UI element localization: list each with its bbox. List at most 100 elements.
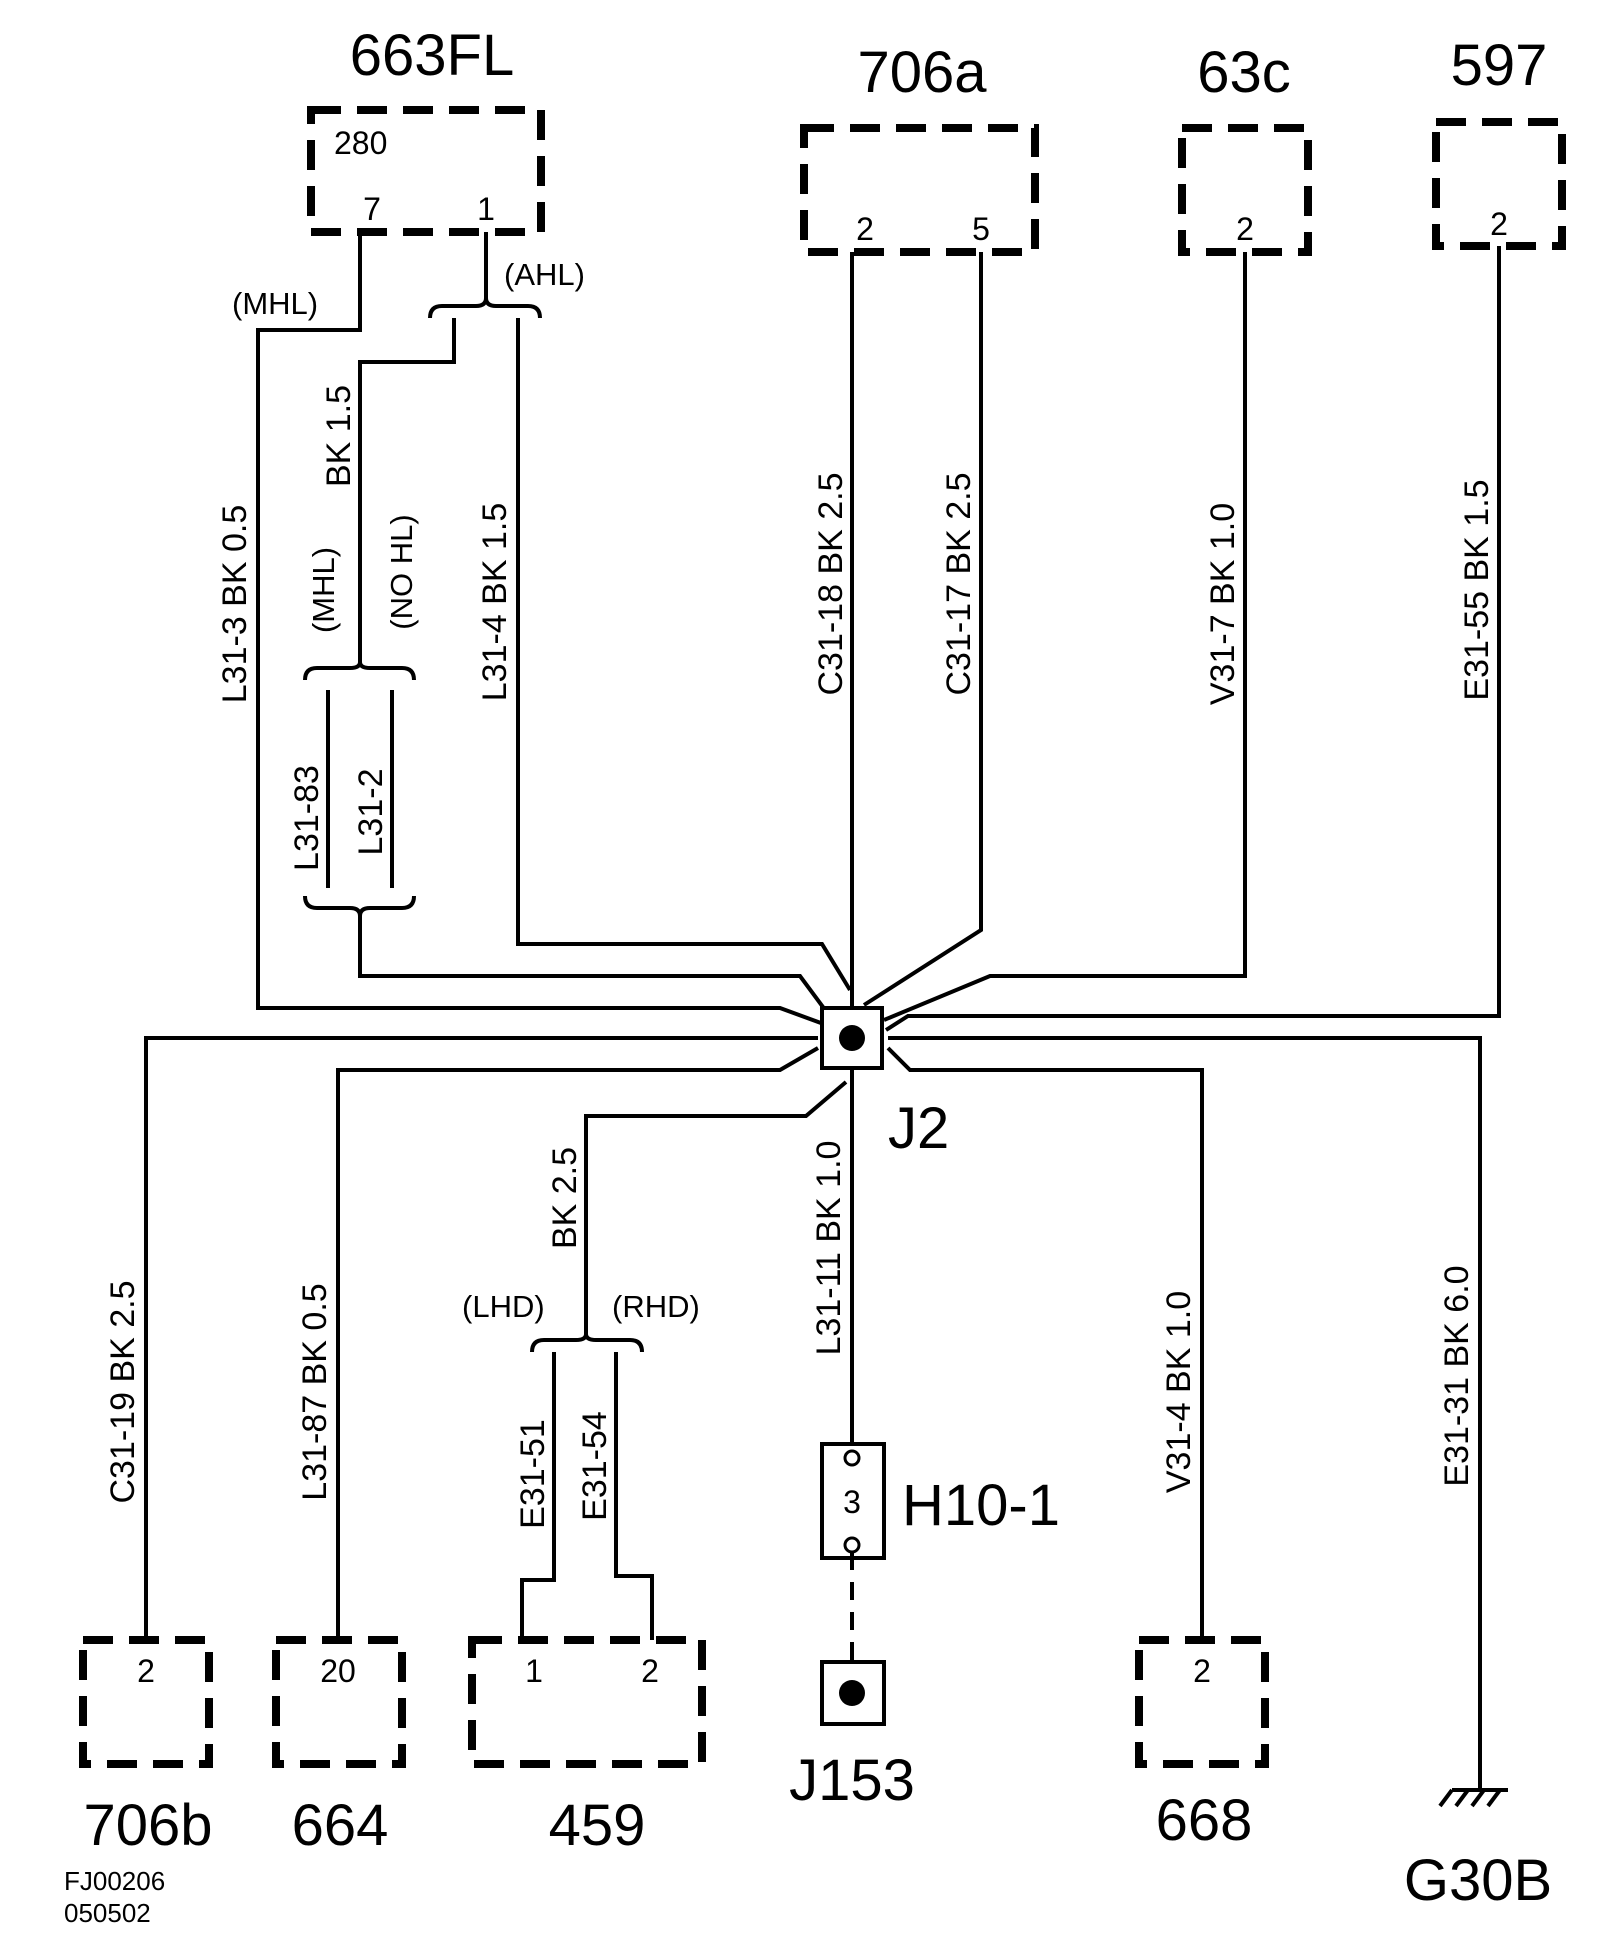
wire-c31-17	[862, 252, 983, 1007]
connector-h10-1-pin-bottom	[843, 1536, 861, 1554]
condition-lhd: (LHD)	[462, 1289, 545, 1324]
wire-l31-83-2-join	[358, 916, 842, 1032]
connector-h10-1-label: H10-1	[902, 1473, 1060, 1538]
wire-label-e31-54: E31-54	[576, 1411, 614, 1521]
component-668-box	[1135, 1636, 1269, 1768]
wire-label-v31-7: V31-7 BK 1.0	[1204, 503, 1242, 705]
component-597-box	[1432, 118, 1566, 250]
component-597: 597 2	[1432, 33, 1566, 250]
splice-j153-dot	[839, 1680, 865, 1706]
connector-h10-1-pin-top	[843, 1449, 861, 1467]
wire-label-l31-87: L31-87 BK 0.5	[296, 1283, 334, 1500]
wire-label-l31-4: L31-4 BK 1.5	[476, 503, 514, 701]
wire-l31-87	[336, 1046, 820, 1640]
splice-j153-box	[820, 1660, 886, 1726]
splice-j153-label: J153	[789, 1748, 915, 1813]
component-597-title: 597	[1451, 33, 1548, 98]
component-706b-pin-2: 2	[137, 1653, 155, 1689]
component-664-box	[272, 1636, 406, 1768]
wire-label-l31-3: L31-3 BK 0.5	[216, 505, 254, 703]
component-459-pin-1: 1	[525, 1653, 543, 1689]
splice-j2: J2	[820, 1006, 949, 1161]
ground-hatch-3	[1470, 1788, 1486, 1808]
wire-e31-51	[520, 1352, 556, 1640]
component-668-title: 668	[1156, 1788, 1253, 1853]
wire-label-l31-11: L31-11 BK 1.0	[810, 1141, 848, 1356]
component-63c: 63c 2	[1178, 40, 1312, 256]
splice-j2-dot	[839, 1025, 865, 1051]
upper-wires	[256, 232, 1501, 1032]
brace-lhd-rhd	[530, 1333, 644, 1353]
wire-label-e31-55: E31-55 BK 1.5	[1458, 479, 1496, 700]
wire-l31-3	[256, 232, 841, 1032]
component-459-box	[468, 1636, 706, 1768]
component-664-title: 664	[292, 1793, 389, 1858]
component-459-pin-2: 2	[641, 1653, 659, 1689]
component-664-pin-20: 20	[320, 1653, 356, 1689]
wire-labels: L31-3 BK 0.5 BK 1.5 L31-83 L31-2 L31-4 B…	[104, 385, 1496, 1529]
brace-ahl	[428, 297, 542, 319]
condition-mhl-top: (MHL)	[232, 286, 318, 321]
wire-e31-54	[614, 1352, 654, 1640]
component-63c-box	[1178, 124, 1312, 256]
component-706a-pin-5: 5	[972, 211, 990, 247]
component-663fl-title: 663FL	[350, 23, 514, 88]
wire-label-v31-4: V31-4 BK 1.0	[1160, 1291, 1198, 1493]
wire-e31-55	[884, 246, 1501, 1032]
condition-mhl-vertical: (MHL)	[306, 547, 341, 633]
condition-ahl: (AHL)	[504, 257, 585, 292]
wire-c31-19	[144, 1036, 818, 1640]
component-664: 20 664	[272, 1636, 406, 1858]
component-663fl-pin-7: 7	[363, 191, 381, 227]
brace-mhl-nohl-top	[303, 661, 416, 681]
component-63c-pin-2: 2	[1236, 211, 1254, 247]
wire-label-bk-1-5: BK 1.5	[320, 385, 358, 487]
wire-label-c31-19: C31-19 BK 2.5	[104, 1280, 142, 1503]
component-706a-box	[800, 124, 1039, 256]
component-706a-title: 706a	[857, 40, 987, 105]
ground-hatch-4	[1486, 1788, 1502, 1808]
component-706a-pin-2: 2	[856, 211, 874, 247]
wire-label-c31-18: C31-18 BK 2.5	[812, 472, 850, 695]
wire-bk-1-5	[358, 318, 456, 662]
splice-j2-label: J2	[888, 1096, 949, 1161]
component-706b-title: 706b	[83, 1793, 212, 1858]
wire-l31-4	[516, 318, 852, 992]
component-663fl-pin-1: 1	[477, 191, 495, 227]
wire-label-l31-2: L31-2	[352, 769, 390, 856]
component-706b: 2 706b	[79, 1636, 213, 1858]
ground-g30b-label: G30B	[1404, 1848, 1552, 1913]
wire-label-e31-51: E31-51	[514, 1419, 552, 1529]
wire-label-l31-83: L31-83	[288, 765, 326, 871]
component-663fl: 663FL 280 7 1	[307, 23, 545, 236]
splice-j153: J153	[789, 1660, 915, 1813]
condition-no-hl: (NO HL)	[384, 514, 419, 629]
component-63c-title: 63c	[1197, 40, 1291, 105]
component-459: 1 2 459	[468, 1636, 706, 1858]
condition-rhd: (RHD)	[612, 1289, 700, 1324]
brace-mhl-nohl-bottom	[303, 895, 416, 917]
lower-wires	[144, 1036, 1482, 1790]
component-459-title: 459	[549, 1793, 646, 1858]
connector-h10-1-pin-number: 3	[843, 1484, 861, 1520]
wire-e31-31	[888, 1036, 1482, 1790]
component-706b-box	[79, 1636, 213, 1768]
component-668: 2 668	[1135, 1636, 1269, 1853]
component-597-pin-2: 2	[1490, 206, 1508, 242]
ground-hatch-2	[1454, 1788, 1470, 1808]
wire-bk-2-5	[584, 1080, 848, 1334]
wire-label-bk-2-5: BK 2.5	[546, 1147, 584, 1249]
wire-v31-7	[883, 252, 1247, 1022]
figure-code: FJ00206	[64, 1866, 165, 1896]
component-663fl-inner-label: 280	[334, 125, 387, 161]
component-663fl-box	[307, 106, 545, 236]
condition-labels: (MHL) (AHL) (MHL) (NO HL) (LHD) (RHD)	[232, 257, 700, 1324]
wire-label-c31-17: C31-17 BK 2.5	[940, 472, 978, 695]
figure-date: 050502	[64, 1898, 151, 1928]
component-668-pin-2: 2	[1193, 1653, 1211, 1689]
wire-v31-4	[886, 1046, 1204, 1640]
ground-g30b: G30B	[1404, 1788, 1552, 1913]
wire-label-e31-31: E31-31 BK 6.0	[1438, 1265, 1476, 1486]
connector-h10-1: 3 H10-1	[820, 1442, 1060, 1560]
